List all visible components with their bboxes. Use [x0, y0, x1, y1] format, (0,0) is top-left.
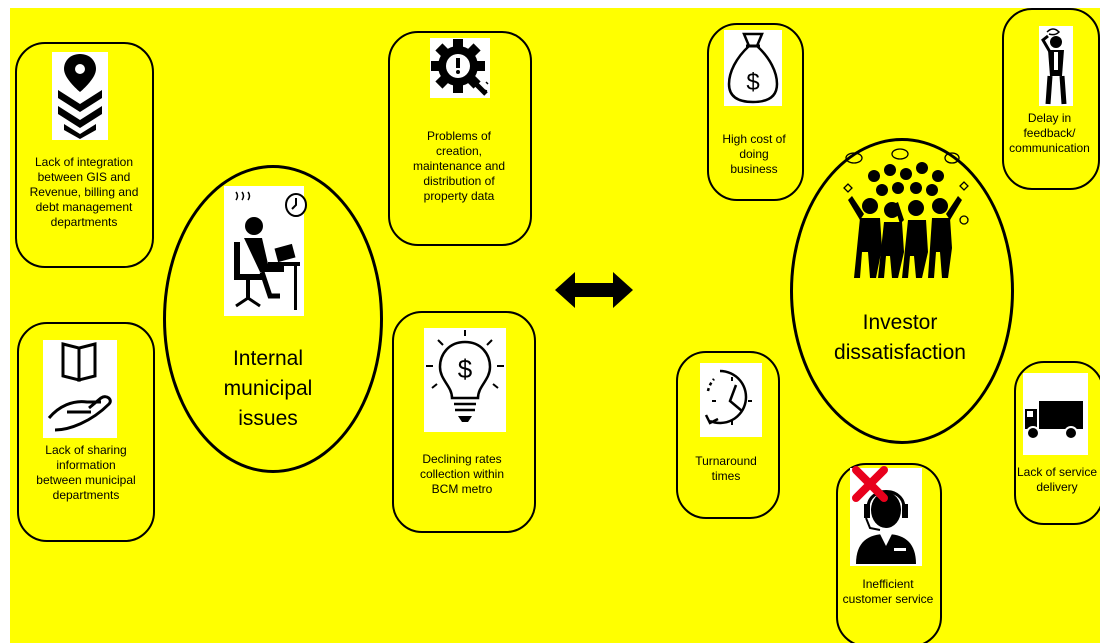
svg-text:$: $ — [458, 354, 473, 384]
box-property-data — [388, 31, 532, 246]
label-property-data: Problems of creation, maintenance and di… — [412, 129, 506, 203]
gear-wrench-icon — [430, 38, 490, 98]
box-gis-integration — [15, 42, 154, 268]
double-arrow-icon — [555, 270, 633, 310]
label-high-cost: High cost of doing business — [722, 132, 786, 176]
money-bag-icon: $ — [724, 30, 782, 106]
box-feedback-delay — [1002, 8, 1100, 190]
angry-crowd-icon — [840, 148, 970, 280]
support-agent-crossed-icon — [850, 466, 922, 566]
label-information-sharing: Lack of sharing information between muni… — [36, 443, 136, 502]
clock-small-icon — [284, 192, 308, 218]
stressed-person-icon — [1039, 26, 1073, 106]
box-customer-service — [836, 463, 942, 643]
clock-icon — [700, 363, 762, 437]
box-turnaround — [676, 351, 780, 519]
label-gis-integration: Lack of integration between GIS and Reve… — [29, 155, 139, 229]
layers-location-icon — [52, 52, 108, 140]
box-information-sharing — [17, 322, 155, 542]
label-feedback-delay: Delay in feedback/ communication — [1009, 111, 1090, 155]
lightbulb-dollar-icon: $ — [424, 328, 506, 432]
investor-dissatisfaction-circle — [790, 138, 1014, 444]
label-investor-dissatisfaction: Investor dissatisfaction — [834, 311, 966, 364]
box-high-cost — [707, 23, 804, 201]
box-service-delivery — [1014, 361, 1100, 525]
book-hand-icon — [43, 340, 117, 438]
label-internal-municipal-issues: Internal municipal issues — [223, 347, 313, 430]
label-service-delivery: Lack of service delivery — [1016, 465, 1098, 494]
label-turnaround: Turnaround times — [695, 454, 757, 483]
svg-text:$: $ — [746, 69, 759, 96]
diagram-canvas: Lack of integration between GIS and Reve… — [10, 8, 1100, 643]
truck-icon — [1023, 373, 1088, 455]
label-declining-rates: Declining rates collection within BCM me… — [419, 452, 505, 496]
box-declining-rates — [392, 311, 536, 533]
internal-municipal-issues-circle — [163, 165, 383, 473]
person-at-laptop-icon — [224, 186, 304, 316]
label-customer-service: Inefficient customer service — [842, 577, 934, 606]
